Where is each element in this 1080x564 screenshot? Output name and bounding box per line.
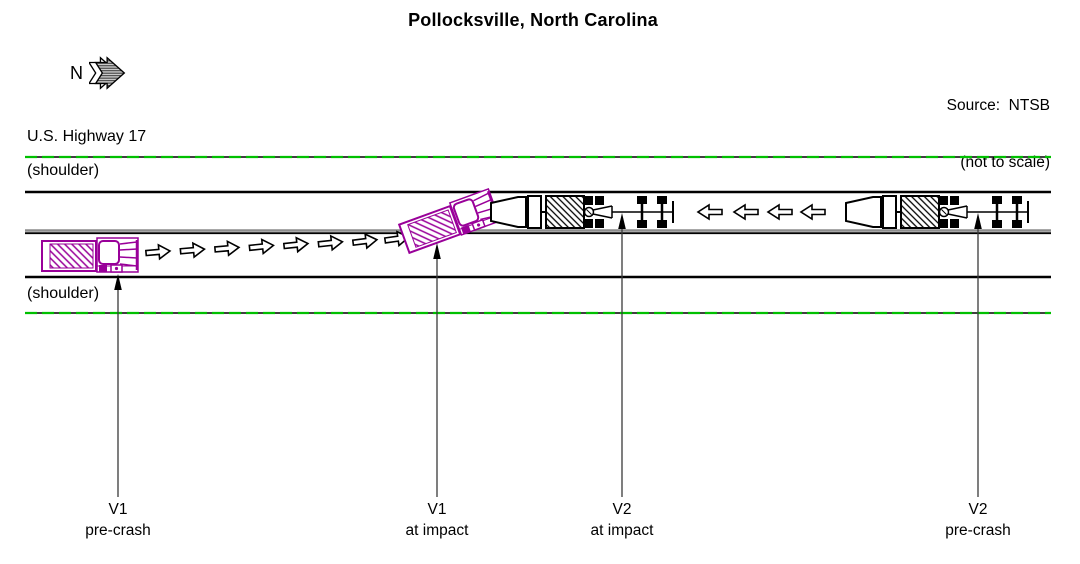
right-arrow-outline-icon — [351, 231, 379, 251]
vehicle-id: V1 — [108, 501, 128, 518]
vehicle-state: at impact — [405, 522, 469, 539]
callout-v1-at-impact — [433, 243, 441, 497]
up-arrow-pointer-icon — [618, 213, 626, 229]
left-arrow-outline-icon — [767, 204, 793, 220]
shoulder-bottom-label: (shoulder) — [27, 285, 100, 302]
north-label: N — [70, 62, 83, 83]
right-arrow-outline-icon — [213, 239, 241, 258]
v1-truck-at-impact — [396, 187, 502, 255]
left-arrow-outline-icon — [733, 204, 759, 220]
left-arrow-outline-icon — [697, 204, 723, 220]
callout-v2-at-impact — [618, 213, 626, 497]
v2-truck-at-impact — [489, 194, 675, 230]
vehicle-id: V2 — [612, 501, 632, 518]
v1-truck-pre-crash — [40, 236, 140, 274]
v2-truck-pre-crash — [844, 194, 1030, 230]
right-arrow-outline-icon — [248, 237, 275, 256]
callout-label-v2-pre-crash: V2 pre-crash — [945, 499, 1010, 541]
vehicle-state: pre-crash — [945, 522, 1011, 539]
right-arrow-outline-icon — [144, 243, 172, 261]
callout-label-v1-pre-crash: V1 pre-crash — [85, 499, 150, 541]
callout-label-v2-at-impact: V2 at impact — [591, 499, 654, 541]
right-arrow-outline-icon — [179, 241, 206, 260]
up-arrow-pointer-icon — [433, 243, 441, 259]
vehicle-state: at impact — [590, 522, 654, 539]
right-arrow-outline-icon — [282, 235, 310, 254]
north-arrow-icon — [89, 56, 126, 90]
north-indicator: N — [70, 54, 131, 92]
vehicle-id: V1 — [427, 501, 447, 518]
up-arrow-pointer-icon — [114, 274, 122, 290]
source-note: Source: NTSB (not to scale) — [947, 58, 1050, 210]
v2-motion-arrows — [697, 204, 826, 220]
source-text: Source: NTSB — [946, 97, 1050, 114]
callout-v1-pre-crash — [114, 274, 122, 497]
callout-v2-pre-crash — [974, 213, 982, 497]
right-arrow-outline-icon — [317, 233, 344, 253]
highway-label: U.S. Highway 17 — [27, 128, 147, 145]
up-arrow-pointer-icon — [974, 213, 982, 229]
diagram-title: Pollocksville, North Carolina — [408, 10, 658, 30]
v1-motion-arrows — [144, 229, 411, 261]
vehicle-state: pre-crash — [85, 522, 151, 539]
left-arrow-outline-icon — [800, 204, 826, 220]
callout-label-v1-at-impact: V1 at impact — [406, 499, 469, 541]
vehicle-id: V2 — [968, 501, 988, 518]
scale-note: (not to scale) — [960, 154, 1050, 171]
shoulder-top-label: (shoulder) — [27, 162, 100, 179]
